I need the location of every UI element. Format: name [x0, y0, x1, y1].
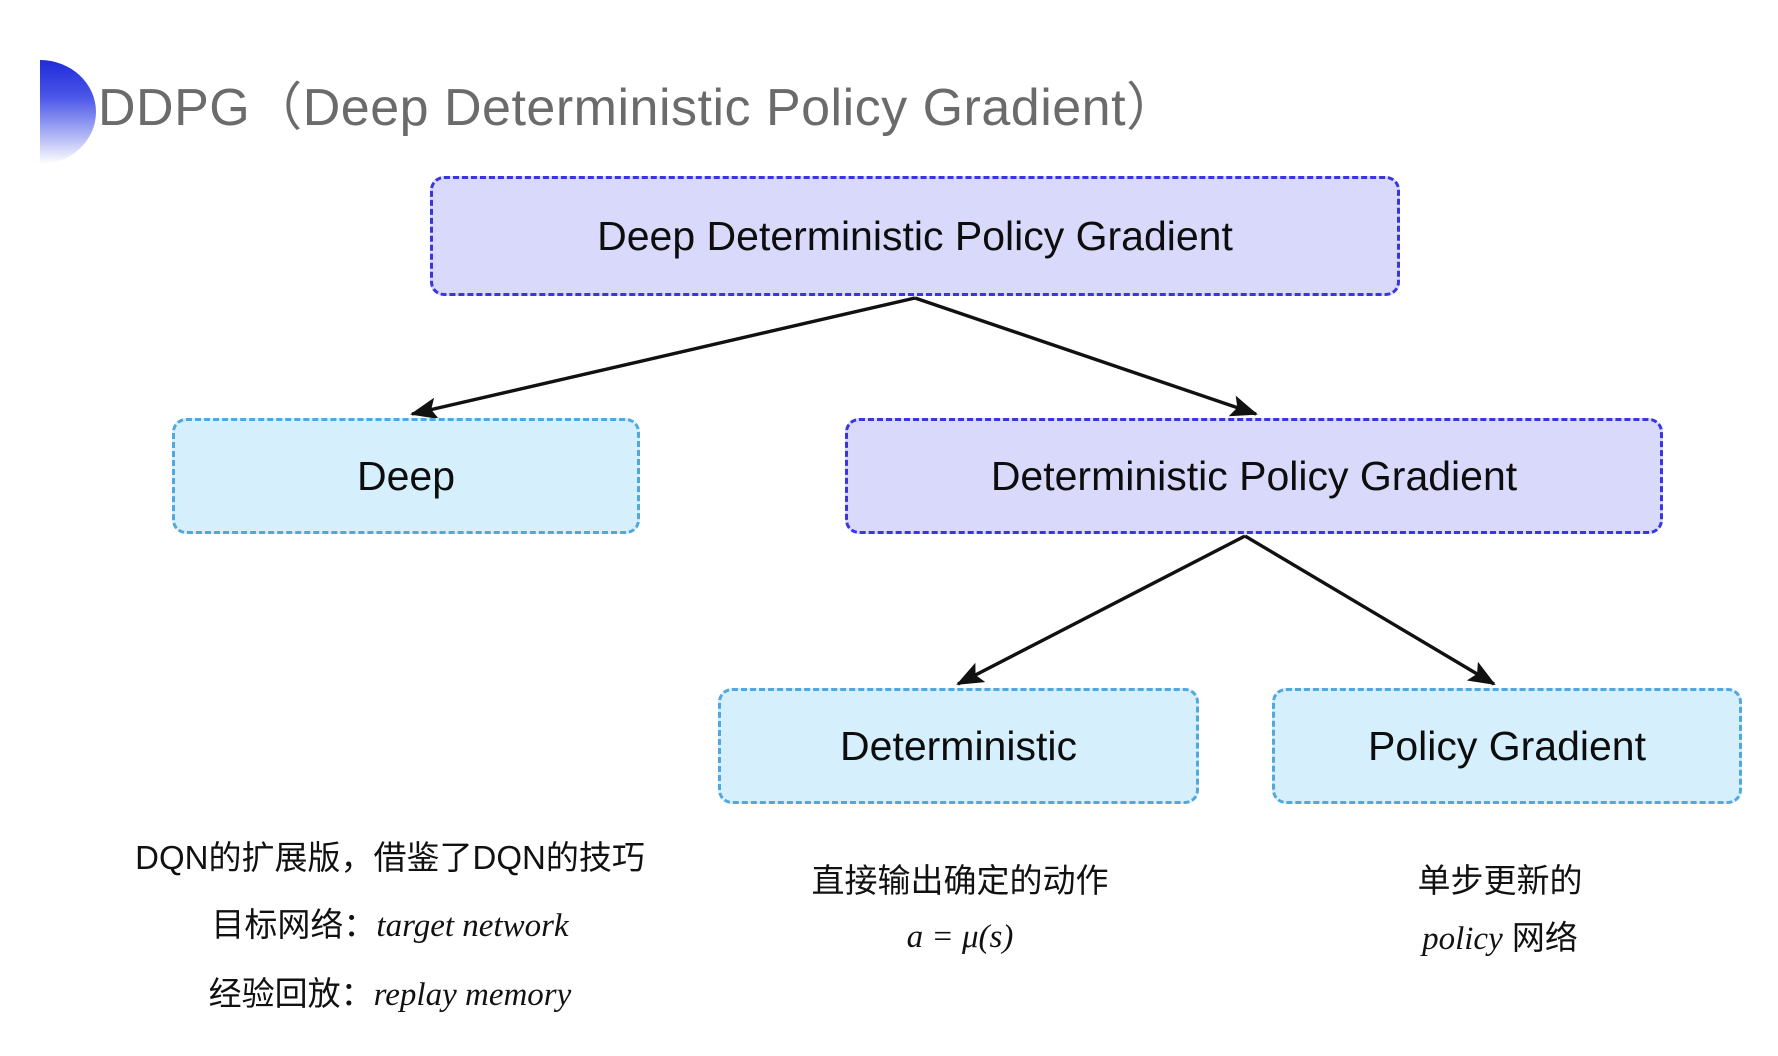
caption-deep-line2-value: target network — [376, 908, 569, 945]
caption-deterministic-line1: 直接输出确定的动作 — [811, 862, 1109, 899]
edge-dpg-to-deterministic — [956, 534, 1246, 686]
caption-policy-gradient-line2-value: policy — [1422, 921, 1503, 958]
node-deep-label: Deep — [356, 452, 455, 499]
caption-deep-line2-label: 目标网络： — [211, 906, 377, 944]
node-policy-gradient[interactable]: Policy Gradient — [1272, 688, 1742, 804]
caption-policy-gradient-line2: policy 网络 — [1310, 912, 1690, 965]
edge-root-to-deep — [410, 296, 916, 419]
node-deep[interactable]: Deep — [172, 418, 640, 534]
bottom-divider — [0, 1048, 1778, 1056]
caption-deep-line3-label: 经验回放： — [208, 975, 374, 1013]
title-bullet-decoration-icon — [40, 60, 96, 164]
node-root[interactable]: Deep Deterministic Policy Gradient — [430, 176, 1400, 296]
caption-deterministic-formula: a = μ(s) — [906, 919, 1014, 956]
caption-deep-line1: DQN的扩展版，借鉴了DQN的技巧 — [135, 839, 645, 876]
node-deterministic-label: Deterministic — [840, 722, 1077, 769]
node-deterministic[interactable]: Deterministic — [718, 688, 1199, 804]
node-dpg-label: Deterministic Policy Gradient — [990, 452, 1518, 499]
page-title: DDPG（Deep Deterministic Policy Gradient） — [98, 79, 1179, 137]
caption-deep-line3: 经验回放：replay memory — [110, 968, 670, 1021]
caption-deep-line3-value: replay memory — [373, 977, 572, 1014]
edge-dpg-to-policy-gradient — [1244, 534, 1496, 686]
caption-deep-line2: 目标网络：target network — [110, 899, 670, 952]
caption-policy-gradient-line2-suffix: 网络 — [1502, 919, 1578, 957]
caption-deep: DQN的扩展版，借鉴了DQN的技巧 目标网络：target network 经验… — [110, 832, 670, 1037]
node-deterministic-policy-gradient[interactable]: Deterministic Policy Gradient — [845, 418, 1663, 534]
caption-policy-gradient-line1: 单步更新的 — [1417, 862, 1583, 899]
edge-root-to-dpg — [914, 296, 1258, 417]
node-root-label: Deep Deterministic Policy Gradient — [597, 212, 1233, 259]
node-policy-gradient-label: Policy Gradient — [1367, 722, 1646, 769]
caption-deterministic: 直接输出确定的动作 a = μ(s) — [770, 855, 1150, 969]
caption-policy-gradient: 单步更新的 policy 网络 — [1310, 855, 1690, 971]
